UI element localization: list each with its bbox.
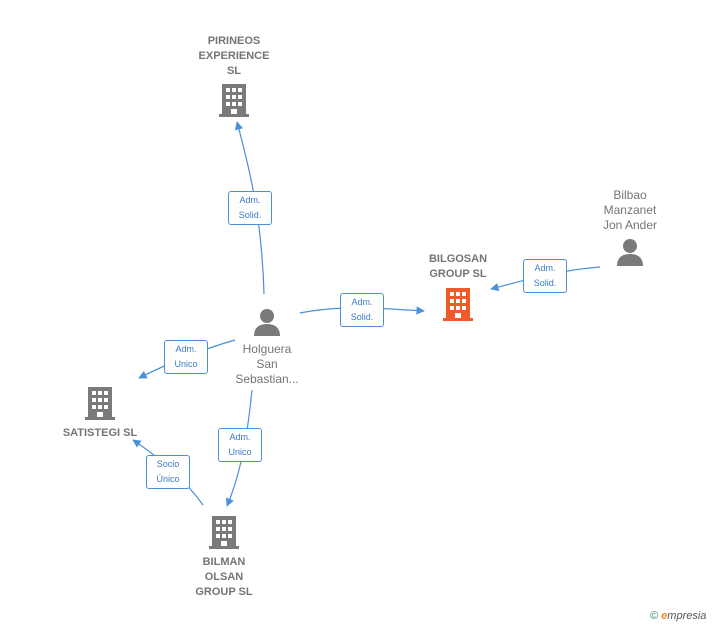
brand-logo-e: e [661, 610, 668, 622]
edge-label-holguera-pirineos[interactable]: Adm. Solid. [228, 191, 272, 225]
edge-label-holguera-satistegi[interactable]: Adm. Unico [164, 340, 208, 374]
footer-brand: © empresia [650, 610, 706, 622]
node-bilbao-manzanet[interactable]: Bilbao Manzanet Jon Ander [580, 188, 680, 272]
node-pirineos-experience[interactable]: PIRINEOS EXPERIENCE SL [184, 34, 284, 123]
edge-label-bilman-satistegi[interactable]: Socio Único [146, 455, 190, 489]
node-label: BILMAN OLSAN GROUP SL [195, 556, 253, 598]
node-satistegi[interactable]: SATISTEGI SL [50, 385, 150, 441]
building-icon [443, 288, 473, 321]
node-bilgosan-group[interactable]: BILGOSAN GROUP SL [408, 252, 508, 327]
node-label: Bilbao Manzanet Jon Ander [602, 188, 658, 232]
brand-name: mpresia [667, 610, 707, 622]
node-label: BILGOSAN GROUP SL [428, 253, 488, 280]
copyright-icon: © [650, 610, 659, 622]
node-label: SATISTEGI SL [62, 427, 138, 439]
building-icon [219, 84, 249, 117]
node-label: PIRINEOS EXPERIENCE SL [198, 35, 270, 77]
person-icon [617, 239, 643, 266]
node-label: Holguera San Sebastian... [235, 342, 299, 386]
building-icon [209, 516, 239, 549]
edge-label-bilbao-bilgosan[interactable]: Adm. Solid. [523, 259, 567, 293]
edge-label-holguera-bilgosan[interactable]: Adm. Solid. [340, 293, 384, 327]
node-bilman-olsan-group[interactable]: BILMAN OLSAN GROUP SL [174, 514, 274, 600]
edge-label-holguera-bilman[interactable]: Adm. Unico [218, 428, 262, 462]
node-holguera-san-sebastian[interactable]: Holguera San Sebastian... [217, 307, 317, 387]
person-icon [254, 309, 280, 336]
building-icon [85, 387, 115, 420]
